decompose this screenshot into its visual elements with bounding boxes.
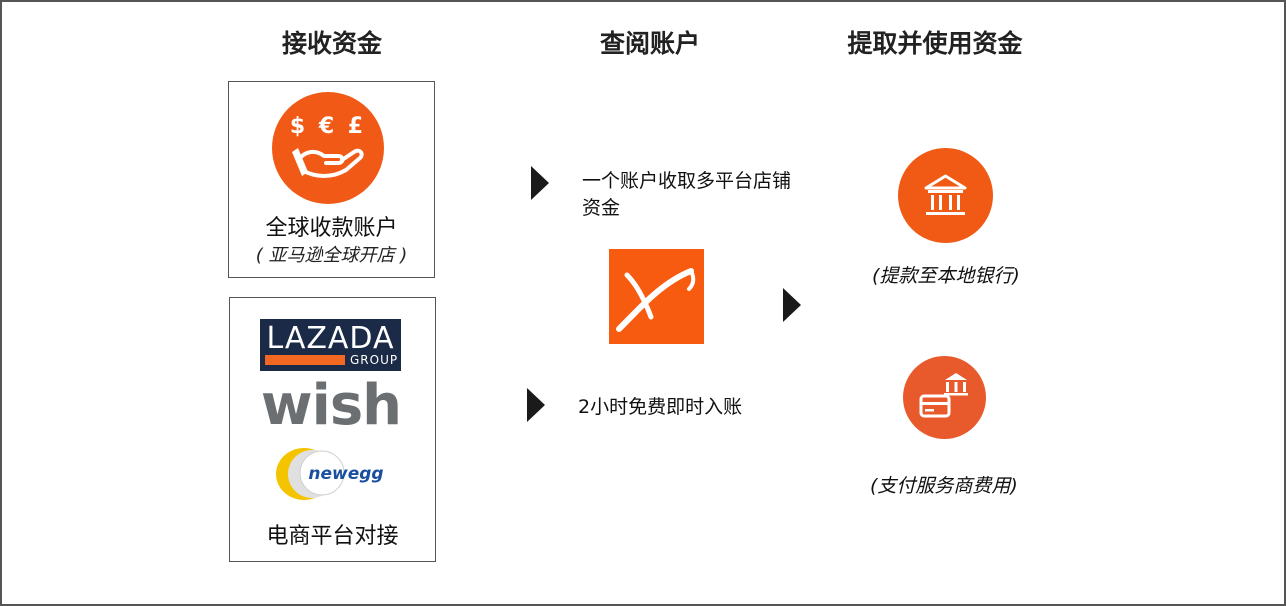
money-hand-icon: $ € £ (272, 92, 384, 204)
newegg-logo-text: newegg (308, 464, 383, 484)
payoneer-logo (609, 249, 704, 344)
lazada-logo-text: LAZADA (266, 321, 395, 356)
column-title-view: 查阅账户 (599, 29, 700, 58)
arrow-right-icon (527, 388, 545, 422)
platforms-box: LAZADA GROUP wish newegg 电商平台对接 (229, 297, 436, 562)
feature-multi-store: 一个账户收取多平台店铺资金 (582, 170, 792, 219)
lazada-logo-group: GROUP (350, 353, 399, 367)
bank-icon (898, 148, 993, 243)
arrow-right-icon (783, 288, 801, 322)
payoneer-mark-icon (616, 268, 696, 332)
bank-card-icon (903, 356, 986, 439)
amazon-global-label: ( 亚马逊全球开店 ) (255, 245, 408, 266)
column-title-receive: 接收资金 (281, 29, 382, 58)
bank-card-symbol-icon (919, 373, 968, 418)
newegg-logo: newegg (276, 448, 384, 500)
wish-logo: wish (260, 373, 402, 438)
withdraw-to-bank-label: (提款至本地银行) (872, 265, 1020, 287)
hand-icon (292, 148, 364, 178)
feature-instant-credit: 2小时免费即时入账 (578, 396, 743, 418)
lazada-logo: LAZADA GROUP (260, 319, 401, 371)
currency-symbols: $ € £ (289, 114, 367, 139)
platforms-label: 电商平台对接 (266, 524, 399, 549)
global-account-label: 全球收款账户 (265, 216, 398, 241)
pay-service-fee-label: (支付服务商费用) (870, 475, 1018, 497)
global-account-box: $ € £ 全球收款账户 ( 亚马逊全球开店 ) (228, 81, 435, 278)
column-title-withdraw: 提取并使用资金 (847, 29, 1023, 58)
lazada-logo-bar (265, 355, 345, 365)
arrow-right-icon (531, 166, 549, 200)
bank-building-icon (924, 174, 967, 215)
